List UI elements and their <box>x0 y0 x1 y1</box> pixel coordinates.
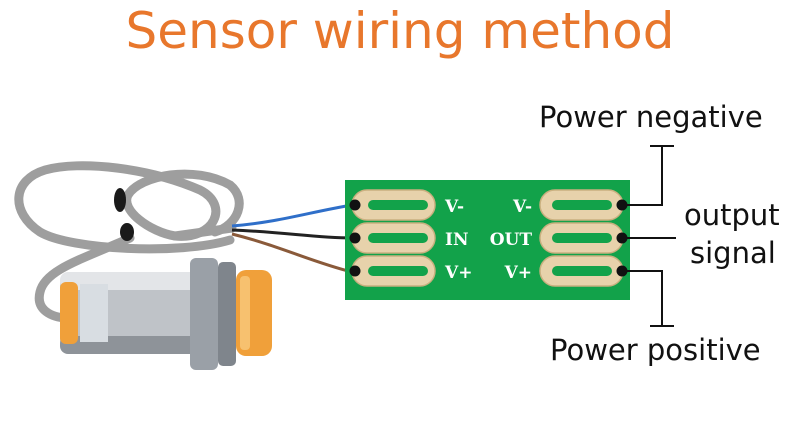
board-mark-right-out: OUT <box>490 230 533 250</box>
proximity-sensor <box>60 258 272 370</box>
sensor-wires <box>231 203 353 274</box>
leader-power-positive <box>622 270 663 326</box>
leader-lines <box>622 145 676 327</box>
label-output-signal-line1: output <box>684 198 780 232</box>
terminal-board: V- IN V+ V- OUT V+ <box>345 180 630 300</box>
board-mark-left-v-minus: V- <box>444 197 464 217</box>
board-mark-right-v-minus: V- <box>512 197 532 217</box>
terminal-dots <box>349 199 628 277</box>
board-mark-left-v-plus: V+ <box>444 263 472 283</box>
label-output-signal-line2: signal <box>690 236 776 270</box>
board-mark-right-v-plus: V+ <box>504 263 532 283</box>
label-power-negative: Power negative <box>539 100 763 134</box>
diagram-title: Sensor wiring method <box>125 2 675 60</box>
board-mark-left-in: IN <box>445 230 469 250</box>
sensor-cable <box>14 161 244 323</box>
leader-power-negative <box>622 146 663 206</box>
label-power-positive: Power positive <box>550 333 761 367</box>
cable-tie <box>114 188 134 241</box>
